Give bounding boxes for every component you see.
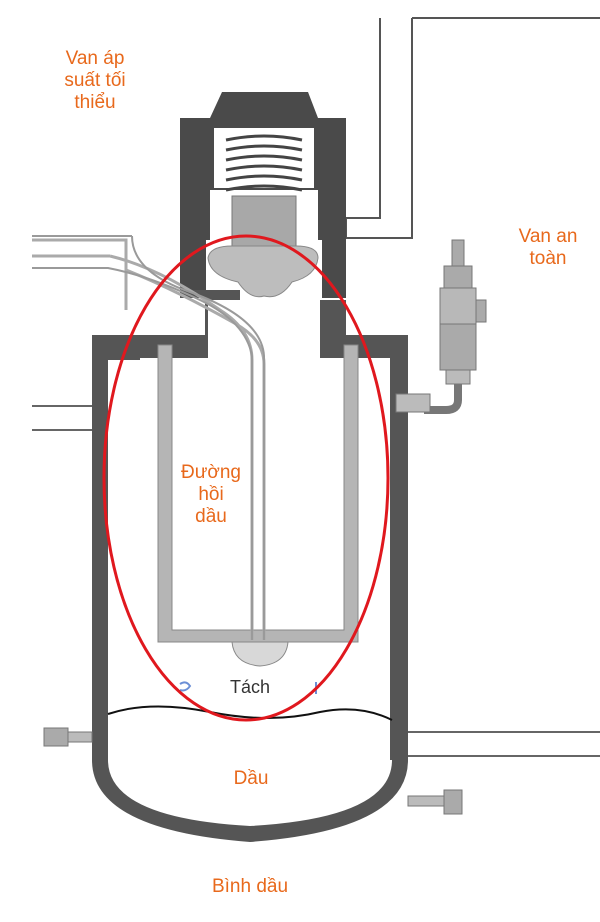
right-plug	[443, 789, 463, 815]
highlight-ellipse	[102, 234, 390, 722]
shell-top-left	[92, 335, 206, 355]
separator-cup	[231, 641, 289, 667]
shell-left-wall	[92, 335, 108, 735]
oil-tank-bowl	[92, 735, 408, 842]
valve-neck-left	[180, 215, 210, 298]
safety-valve	[395, 239, 487, 414]
oil-return-pipe	[32, 238, 266, 640]
right-plug-stem	[407, 795, 445, 807]
outlet-line-right	[408, 731, 600, 757]
separator-element	[157, 344, 359, 643]
inlet-line	[32, 405, 92, 431]
shell-right-wall	[392, 335, 408, 735]
label-safety-valve: Van an toàn	[518, 226, 578, 269]
left-plug-stem	[67, 731, 93, 743]
faded-mark-left	[179, 681, 192, 692]
label-oil: Dầu	[233, 768, 269, 789]
valve-disc	[207, 245, 319, 298]
label-min-pressure-valve: Van áp suất tối thiểu	[64, 48, 126, 113]
valve-stem	[231, 195, 297, 249]
label-oil-tank: Bình dầu	[211, 876, 289, 897]
outlet-line-side	[345, 18, 413, 239]
oil-return-pipe-body	[32, 235, 265, 640]
valve-spring	[225, 134, 303, 192]
label-oil-return-line: Đường hồi dầu	[180, 462, 242, 527]
label-separator: Tách	[229, 677, 271, 697]
oil-surface	[107, 705, 393, 721]
left-plug	[43, 727, 69, 747]
